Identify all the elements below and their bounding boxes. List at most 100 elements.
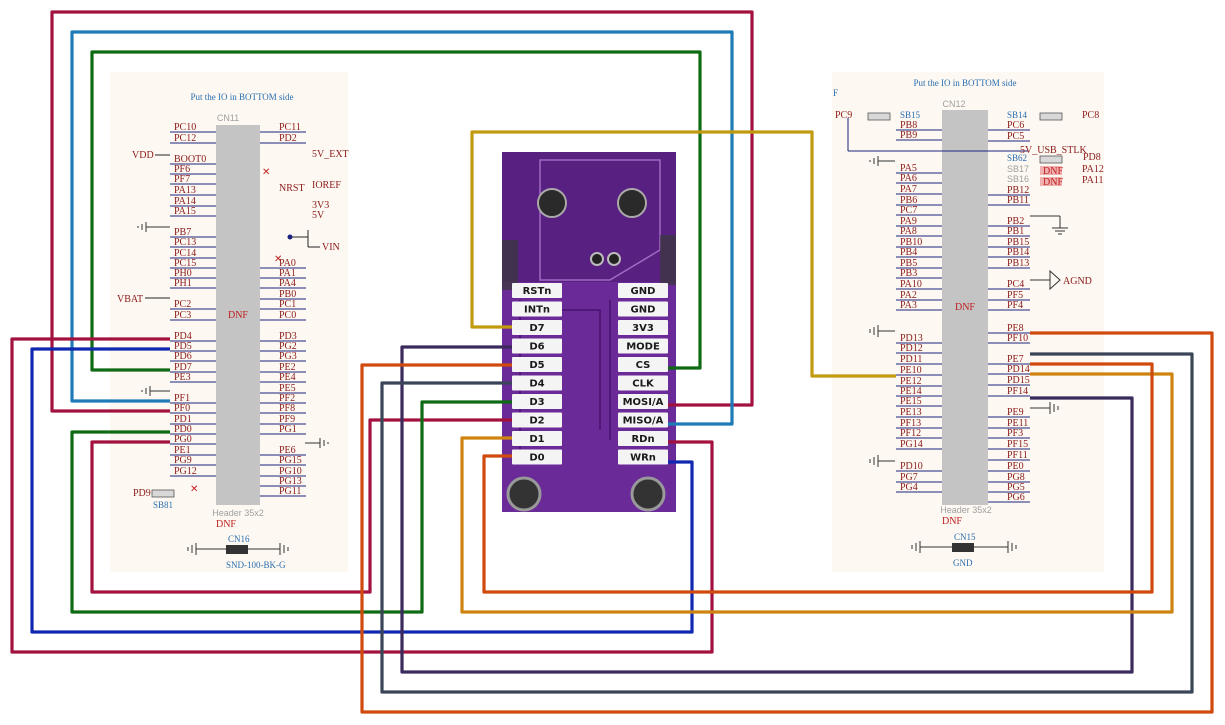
module-pin-pad (618, 431, 668, 446)
module-pin-label: GND (631, 286, 656, 297)
net-5v-ext: 5V_EXT (312, 149, 349, 160)
pin-label: PB15 (1007, 237, 1029, 248)
cn15-part: GND (953, 558, 973, 568)
module-pin-pad (512, 449, 562, 465)
pin-label: PE6 (279, 445, 296, 456)
pin-label: PB12 (1007, 185, 1029, 196)
module-pin-label: D4 (529, 379, 544, 390)
right-schematic: Put the IO in BOTTOM side F CN12 DNF Hea… (832, 72, 1104, 572)
pin-label: PC4 (1007, 279, 1024, 290)
pin-label: PG2 (279, 341, 297, 352)
pin-label: PG8 (1007, 472, 1025, 483)
pin-label: PC2 (174, 299, 191, 310)
module-pin-label: D7 (529, 323, 544, 334)
pin-label: PE10 (900, 365, 922, 376)
screw-icon (617, 188, 647, 218)
pin-label: PE4 (279, 372, 296, 383)
pin-label: PE5 (279, 383, 296, 394)
agnd-symbol: AGND (1030, 269, 1092, 291)
pin-label: PE1 (174, 445, 191, 456)
dnf-tag (1040, 177, 1062, 186)
net-5v: 5V (312, 210, 325, 221)
pad-icon (607, 252, 621, 266)
pin-label: PC13 (174, 237, 196, 248)
module-pin-label: D5 (529, 360, 544, 371)
module-pin-label: RSTn (523, 286, 552, 297)
pin-label: PD12 (900, 343, 923, 354)
pin-label: PH0 (174, 268, 192, 279)
pin-label: PA1 (279, 268, 296, 279)
module-pin-pad (512, 431, 562, 446)
module-pin-label: MOSI/A (623, 397, 664, 408)
pin-label: PG13 (279, 476, 302, 487)
pin-label: PB0 (279, 289, 296, 300)
pin-label: PB1 (1007, 226, 1024, 237)
wire-pf0-miso (50, 10, 754, 413)
pin-label: PE15 (900, 396, 922, 407)
pin-label: PD7 (174, 362, 192, 373)
net-pc8: PC8 (1082, 110, 1099, 121)
pin-label: PC7 (900, 205, 917, 216)
net-ioref: IOREF (312, 180, 341, 191)
pin-label: PF0 (174, 403, 190, 414)
right-ref: CN12 (942, 99, 965, 109)
wire-d4-pe7 (380, 352, 1194, 694)
net-dnf-b: DNF (1043, 177, 1063, 188)
left-body-label: DNF (228, 310, 248, 321)
pin-label: PD2 (279, 133, 297, 144)
module-pin-pad (512, 283, 562, 298)
module-pin-label: MISO/A (623, 416, 664, 427)
net-pa11: PA11 (1082, 175, 1104, 186)
module-pin-pad (618, 375, 668, 391)
pin-label: PF12 (900, 428, 921, 439)
wire-pd1-d3 (70, 400, 512, 614)
pin-label: PB9 (900, 130, 917, 141)
pin-label: PG5 (1007, 482, 1025, 493)
right-header-right-pins: PC6PC5PB12PB11PB2PB1PB15PB14PB13PC4PF5PF… (988, 120, 1030, 503)
module-pin-pad (512, 301, 562, 317)
module-pin-label: D6 (529, 342, 544, 353)
right-header-left-pins: PB8PB9PA5PA6PA7PB6PC7PA9PA8PB10PB4PB5PB3… (896, 120, 942, 493)
left-schematic: Put the IO in BOTTOM side CN11 DNF Heade… (110, 72, 349, 572)
module-pin-label: D2 (529, 416, 544, 427)
module-pin-pad (512, 338, 562, 354)
pin-label: PA8 (900, 226, 917, 237)
pin-label: PB8 (900, 120, 917, 131)
pin-label: PE0 (1007, 461, 1024, 472)
pin-label: PD3 (279, 331, 297, 342)
module-pin-pad (618, 449, 668, 465)
pin-label: PG14 (900, 439, 923, 450)
ground-icon (137, 222, 170, 232)
module-pin-pad (618, 412, 668, 428)
net-sb16: SB16 (1007, 174, 1029, 184)
module-pin-label: D0 (529, 453, 544, 464)
wire-d5-pe8 (360, 331, 1214, 714)
net-agnd: AGND (1063, 276, 1092, 287)
pin-label: PF2 (279, 393, 295, 404)
pin-label: PE7 (1007, 354, 1024, 365)
pin-label: PG15 (279, 455, 302, 466)
pin-label: PB10 (900, 237, 922, 248)
module-pin-pad (618, 394, 668, 409)
pin-label: PA15 (174, 206, 196, 217)
left-header-body (216, 125, 260, 505)
pin-label: PH1 (174, 278, 192, 289)
solder-bridge-icon (151, 489, 175, 498)
pin-label: PC12 (174, 133, 196, 144)
module-pin-label: WRn (630, 453, 656, 464)
ground-icon (305, 438, 329, 448)
pin-label: PB2 (1007, 216, 1024, 227)
cn16-jumper: CN16 SND-100-BK-G (187, 534, 289, 570)
module-pin-pad (618, 338, 668, 354)
no-connect-icon: ✕ (274, 254, 282, 265)
left-footer: Header 35x2 (212, 508, 264, 518)
pin-label: PA9 (900, 216, 917, 227)
edge-connector (660, 235, 676, 285)
solder-bridge-icon (1039, 112, 1063, 121)
pin-label: PC1 (279, 299, 296, 310)
pin-label: PD13 (900, 333, 923, 344)
module-pin-label: D3 (529, 397, 544, 408)
net-5v-usb-stlk: 5V_USB_STLK (1020, 145, 1087, 156)
pin-label: PC3 (174, 310, 191, 321)
